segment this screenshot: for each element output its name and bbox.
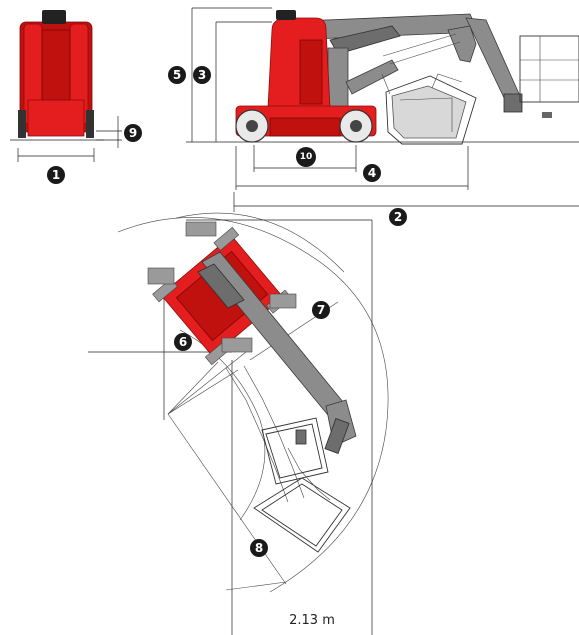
jib-head [503,93,523,113]
side-turntable-panel [299,39,323,105]
front-wheel-right [86,110,94,138]
callout-9: 9 [124,124,142,142]
front-body-center [41,29,71,101]
svg-text:3: 3 [198,68,206,82]
dimension-label-swing: 2.13 m [289,613,335,628]
svg-text:1: 1 [52,168,60,182]
svg-text:9: 9 [129,126,137,140]
stowed-platform-outline [385,75,477,145]
front-view [10,10,122,162]
top-view [88,212,389,635]
svg-text:7: 7 [317,303,325,317]
jib-cylinder [447,25,477,63]
outer-swing-arc [117,217,389,593]
svg-text:4: 4 [368,166,376,180]
top-wheel-left [147,267,175,285]
svg-text:5: 5 [173,68,181,82]
top-wheel-upper [185,221,217,237]
side-control-box [276,10,296,20]
side-view [186,7,579,212]
boom-mast [327,47,349,111]
callout-7: 7 [312,301,330,319]
top-platform-rotated [253,477,351,553]
callout-5: 5 [168,66,186,84]
lower-link [345,59,399,95]
callout-1: 1 [47,166,65,184]
svg-text:10: 10 [300,152,313,162]
raised-platform-outline [519,35,579,103]
svg-text:6: 6 [179,335,187,349]
callout-6: 6 [174,333,192,351]
callout-8: 8 [250,539,268,557]
side-wheel-rear-hub [350,120,362,132]
callout-3: 3 [193,66,211,84]
front-control-box [42,10,66,24]
top-wheel-right [269,293,297,309]
top-platform-stowed [261,417,329,485]
svg-text:2: 2 [394,210,402,224]
side-wheel-front-hub [246,120,258,132]
jib-arm [465,17,521,103]
callout-4: 4 [363,164,381,182]
front-chassis [27,99,85,137]
front-wheel-left [18,110,26,138]
callout-10: 10 [296,147,316,167]
callout-2: 2 [389,208,407,226]
top-wheel-lower [221,337,253,353]
stowed-platform [391,85,467,139]
svg-text:8: 8 [255,541,263,555]
